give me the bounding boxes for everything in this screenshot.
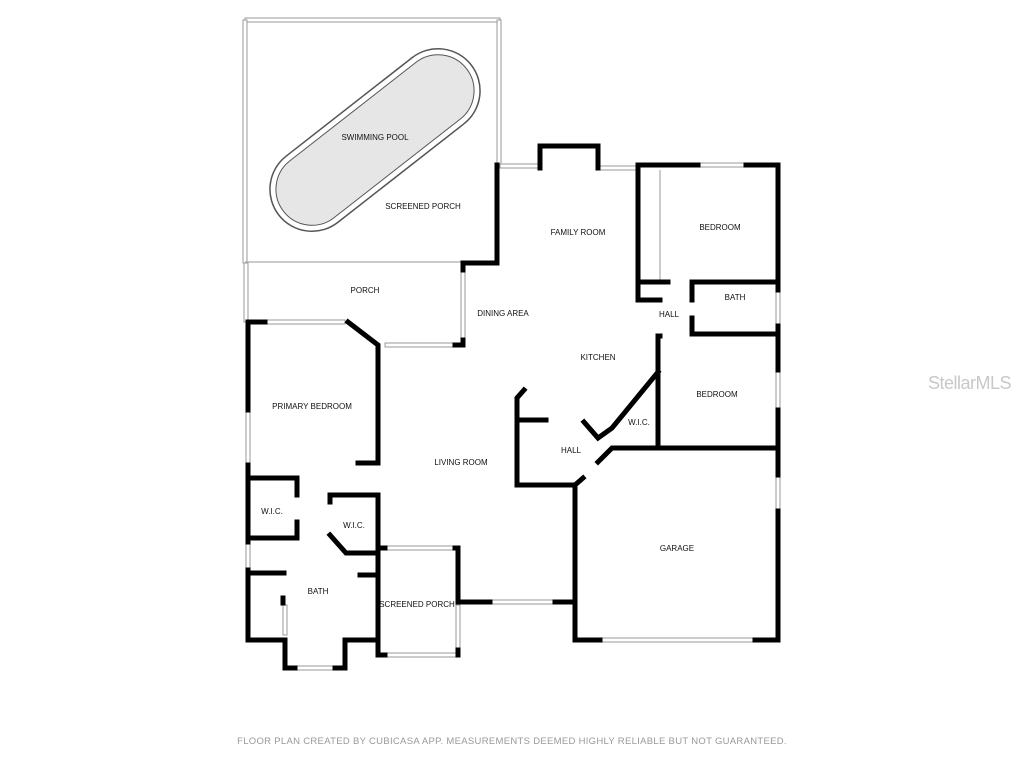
watermark-logo: StellarMLS	[928, 373, 1012, 393]
label-hall-2: HALL	[561, 446, 582, 455]
label-family-room: FAMILY ROOM	[551, 228, 606, 237]
label-garage: GARAGE	[660, 544, 694, 553]
label-bath-1: BATH	[725, 293, 746, 302]
label-wic-2: W.I.C.	[261, 507, 283, 516]
swimming-pool	[269, 47, 481, 233]
label-screened-porch-top: SCREENED PORCH	[385, 202, 461, 211]
label-kitchen: KITCHEN	[580, 353, 615, 362]
screen-walls	[242, 17, 502, 323]
walls	[245, 143, 781, 671]
label-screened-porch-bottom: SCREENED PORCH	[379, 600, 455, 609]
label-dining-area: DINING AREA	[477, 309, 529, 318]
room-labels: SWIMMING POOL SCREENED PORCH FAMILY ROOM…	[261, 133, 745, 609]
label-swimming-pool: SWIMMING POOL	[341, 133, 409, 142]
label-bedroom-2: BEDROOM	[696, 390, 738, 399]
label-porch: PORCH	[351, 286, 380, 295]
label-hall-1: HALL	[659, 310, 680, 319]
label-living-room: LIVING ROOM	[434, 458, 488, 467]
label-wic-1: W.I.C.	[628, 418, 650, 427]
label-wic-3: W.I.C.	[343, 521, 365, 530]
label-bedroom-1: BEDROOM	[699, 223, 741, 232]
label-bath-2: BATH	[308, 587, 329, 596]
label-primary-bedroom: PRIMARY BEDROOM	[272, 402, 352, 411]
footer-disclaimer: FLOOR PLAN CREATED BY CUBICASA APP. MEAS…	[237, 736, 787, 747]
